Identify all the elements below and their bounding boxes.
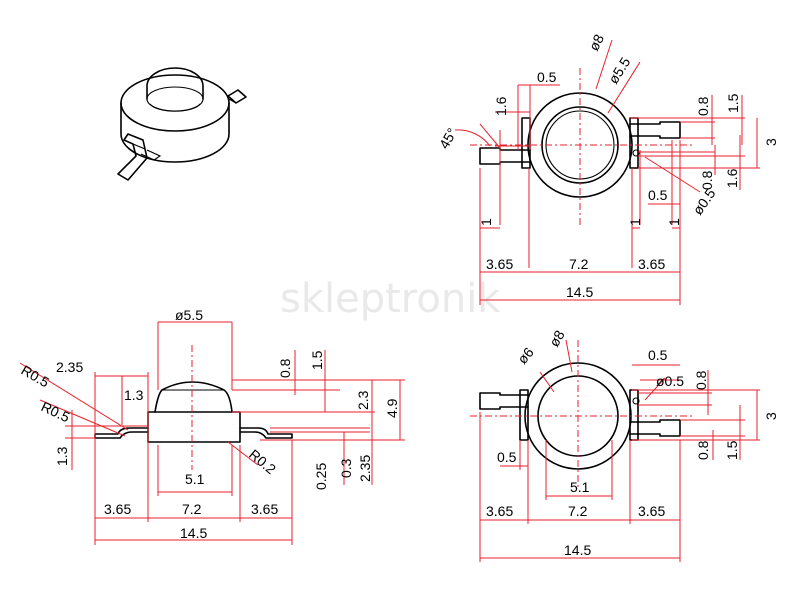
top-lead-w-label: 1.6 [493, 96, 509, 116]
side-lead-t-label: 1.3 [54, 446, 70, 466]
top-dim-left-label: 3.65 [486, 256, 513, 272]
package-3d-view [117, 67, 247, 181]
side-lead-rise-label: 1.3 [124, 387, 144, 403]
bottom-gap-label: 0.5 [648, 347, 668, 363]
bottom-dim-right-label: 3.65 [638, 503, 665, 519]
top-d-outer-label: ø8 [585, 31, 607, 53]
top-dim-mid-label: 7.2 [569, 256, 589, 272]
bottom-pad-h2-label: 0.8 [695, 440, 711, 460]
bottom-base-w-label: 5.1 [570, 479, 590, 495]
side-t3-label: 2.35 [357, 455, 373, 482]
top-mark-h-label: 0.8 [699, 170, 715, 190]
top-angle-label: 45° [436, 125, 460, 151]
side-dim-total-label: 14.5 [180, 525, 207, 541]
bottom-pad-h-label: 0.8 [693, 370, 709, 390]
bottom-side-gap-label: 0.5 [497, 449, 517, 465]
side-dim-left-label: 3.65 [104, 501, 131, 517]
top-pitch-label: 3 [763, 138, 779, 146]
top-lead-len-l-label: 1 [478, 218, 494, 226]
bottom-dim-total-label: 14.5 [564, 542, 591, 558]
top-mark-h2-label: 1.6 [724, 168, 740, 188]
side-h-total-label: 4.9 [384, 398, 400, 418]
top-lead-len-r2-label: 1 [666, 218, 682, 226]
watermark-text: skleptronik [280, 276, 501, 322]
top-mark-gap-label: 0.5 [648, 187, 668, 203]
top-dim-right-label: 3.65 [638, 256, 665, 272]
bottom-dim-mid-label: 7.2 [568, 503, 588, 519]
side-d-lens-label: ø5.5 [175, 307, 203, 323]
side-foot-r-label: R0.2 [246, 446, 279, 477]
side-t2-label: 0.3 [338, 458, 354, 478]
side-r1-label: R0.5 [19, 362, 53, 391]
side-dim-right-label: 3.65 [251, 501, 278, 517]
bottom-pad-h3-label: 1.5 [724, 440, 740, 460]
bottom-view: ø6 ø8 0.5 ø0.5 0.8 3 0.8 1.5 0.5 5.1 3.6… [470, 327, 779, 562]
side-view: ø5.5 R0.5 2.35 1.3 R0.5 0.8 1.5 2.3 4.9 … [19, 307, 405, 545]
bottom-pitch-label: 3 [763, 412, 779, 420]
bottom-d-outer-label: ø8 [546, 327, 568, 349]
side-h-body-label: 2.3 [355, 390, 371, 410]
bottom-d-inner-label: ø6 [514, 344, 537, 367]
side-lens-h1-label: 0.8 [277, 358, 293, 378]
top-d-inner-label: ø5.5 [605, 54, 634, 86]
bottom-dim-left-label: 3.65 [486, 503, 513, 519]
side-base-w-label: 5.1 [185, 471, 205, 487]
side-lead-off-label: 2.35 [56, 359, 83, 375]
side-t1-label: 0.25 [313, 463, 329, 490]
side-dim-mid-label: 7.2 [182, 501, 202, 517]
top-dim-total-label: 14.5 [566, 284, 593, 300]
top-pad-h-label: 0.8 [695, 96, 711, 116]
top-view: ø8 ø5.5 0.5 1.6 45° 0.8 1.5 3 0.8 1.6 ø0… [436, 31, 779, 305]
top-lead-len-r1-label: 1 [627, 218, 643, 226]
top-pad-h2-label: 1.5 [725, 93, 741, 113]
side-lens-h2-label: 1.5 [309, 350, 325, 370]
bottom-mark-d-label: ø0.5 [656, 373, 684, 389]
top-gap-label: 0.5 [537, 69, 557, 85]
side-r2-label: R0.5 [39, 398, 73, 425]
